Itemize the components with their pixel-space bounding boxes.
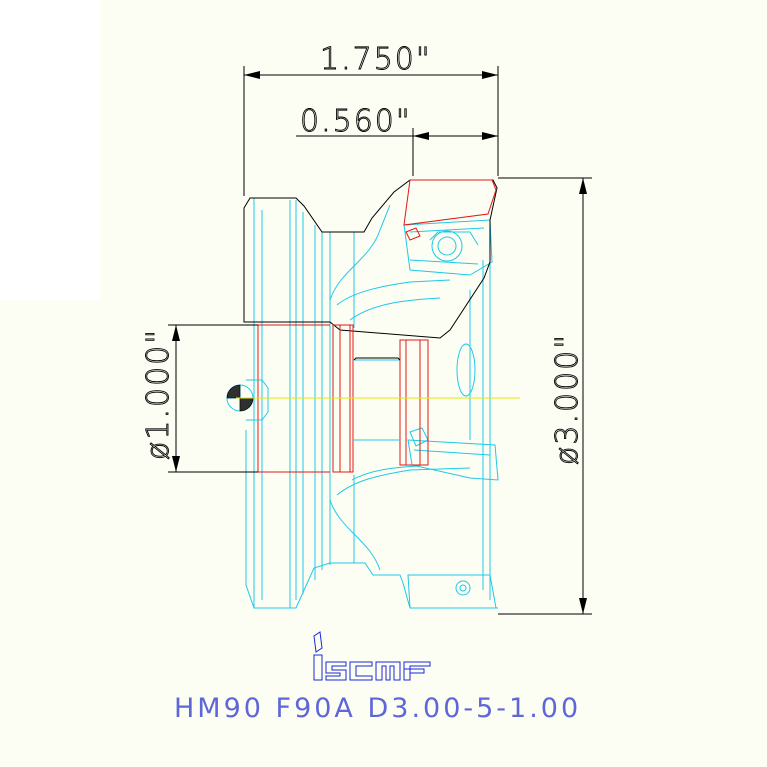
part-designation: HM90 F90A D3.00-5-1.00 xyxy=(174,693,581,724)
dimension-overall-length xyxy=(243,66,499,196)
dimension-cutter-diameter xyxy=(498,177,592,615)
bore-and-inserts xyxy=(257,179,497,473)
overall-length-label: 1.750" xyxy=(320,42,432,77)
brand-name: iscar xyxy=(0,0,3,1)
bore-diameter-label: ø1.000" xyxy=(141,328,176,460)
insert-offset-label: 0.560" xyxy=(300,104,412,139)
dimension-insert-offset xyxy=(296,128,498,176)
centre-details xyxy=(226,357,520,441)
cutter-diameter-label: ø3.000" xyxy=(550,333,585,465)
drawing-background xyxy=(100,0,767,767)
cutter-silhouette xyxy=(243,179,498,339)
iscar-logo xyxy=(313,631,431,681)
drawing-background-left xyxy=(0,300,100,767)
dimension-bore-diameter xyxy=(168,324,258,473)
cutter-body xyxy=(245,198,499,609)
